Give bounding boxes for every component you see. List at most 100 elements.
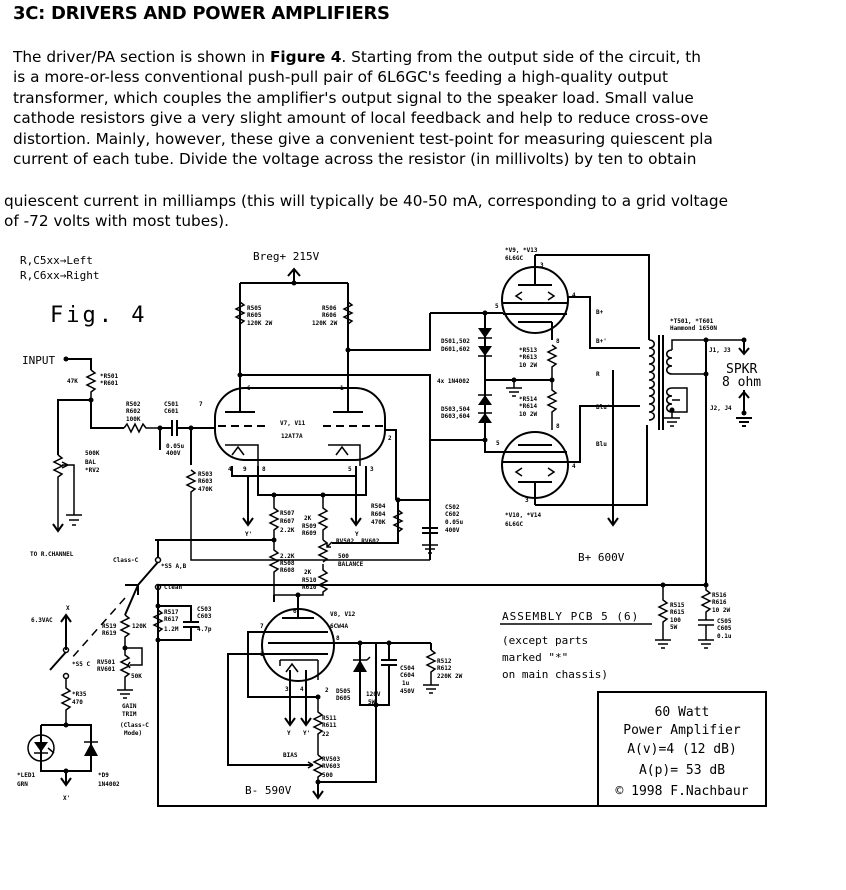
label: R510 <box>302 577 317 584</box>
resistor-r510 <box>274 564 329 596</box>
pin: 4 <box>228 466 232 473</box>
grid-feed-wires <box>240 313 431 440</box>
tap-label: Blu' <box>596 404 610 411</box>
potentiometer-rv501 <box>119 647 143 690</box>
label: 0.1u <box>717 633 732 640</box>
label: 1u <box>402 680 410 687</box>
label: *R501 <box>100 373 118 380</box>
bias-tube-6cw4a <box>261 595 335 682</box>
paragraph-line: distortion. Mainly, however, these give … <box>13 129 713 148</box>
label: *D9 <box>98 772 109 779</box>
label: 5W <box>368 699 376 706</box>
label: 100K <box>126 416 141 423</box>
label: R517 <box>164 609 179 616</box>
legend-right: R,C6xx→Right <box>20 269 99 282</box>
speaker-jack-bottom-icon <box>736 390 752 427</box>
arrow-y-icon <box>284 670 296 727</box>
input-routing <box>57 399 124 445</box>
label: 1.2M <box>164 626 179 633</box>
label: GRN <box>17 781 28 788</box>
label: R615 <box>670 609 685 616</box>
label: 1N4002 <box>98 781 120 788</box>
ground-icon <box>66 514 82 526</box>
label: R616 <box>712 599 727 606</box>
arrow-down-icon <box>60 777 72 787</box>
label: *S5 C <box>72 661 90 668</box>
label: C602 <box>445 511 460 518</box>
label: 470 <box>72 699 83 706</box>
resistor-r519 <box>119 614 131 648</box>
led-icon <box>27 734 55 762</box>
resistor-r512 <box>425 649 437 685</box>
tube-type: 6CW4A <box>330 623 348 630</box>
title-block-line: © 1998 F.Nachbaur <box>615 784 748 799</box>
resistor-r503 <box>185 469 430 561</box>
pin: 9 <box>243 466 247 473</box>
label: D501,502 <box>441 338 470 345</box>
resistor-r517 <box>152 606 164 640</box>
wire <box>398 499 431 510</box>
schematic-figure-4: R,C5xx→Left R,C6xx→Right Fig. 4 Breg+ 21… <box>17 247 767 807</box>
capacitor-c503 <box>158 605 199 641</box>
pin: 3 <box>370 466 374 473</box>
assembly-note-line: on main chassis) <box>502 668 608 681</box>
label: R507 <box>280 510 295 517</box>
title-block-line: A(p)= 53 dB <box>639 763 725 778</box>
label: 500 <box>338 553 349 560</box>
figure-reference: Figure 4 <box>269 48 342 66</box>
output-tube-top <box>501 255 569 340</box>
potentiometer-rv502 <box>317 539 333 563</box>
label: Y <box>287 730 291 737</box>
resistor-r504 <box>392 509 404 543</box>
label: 220K 2W <box>437 673 463 680</box>
input-label: INPUT <box>22 354 55 367</box>
label: 500K <box>85 450 100 457</box>
tap-label: R <box>596 371 600 378</box>
speaker-impedance: 8 ohm <box>722 375 761 390</box>
pin: 6 <box>247 385 251 392</box>
pin: 3 <box>525 497 529 504</box>
title-block-line: 60 Watt <box>655 705 710 720</box>
label: R609 <box>302 530 317 537</box>
label: R511 <box>322 715 337 722</box>
label: Y <box>355 531 359 538</box>
pin: 5 <box>348 466 352 473</box>
capacitor-c501 <box>160 420 215 436</box>
label: 10 2W <box>712 607 730 614</box>
label: RV503 <box>322 756 340 763</box>
arrow-y-prime-icon <box>242 505 254 527</box>
label: C601 <box>164 408 179 415</box>
ground-icon <box>655 639 671 649</box>
label: C503 <box>197 606 212 613</box>
ground-icon <box>698 639 714 649</box>
paragraph-line: of -72 volts with most tubes). <box>4 212 229 231</box>
label: RV502, RV602 <box>336 538 380 545</box>
label: Y' <box>245 531 252 538</box>
paragraph-line: cathode resistors give a very slight amo… <box>13 109 709 128</box>
paragraph-line: quiescent current in milliamps (this wil… <box>4 192 728 210</box>
tube-ref: V8, V12 <box>330 611 356 618</box>
pin: 3 <box>285 686 289 693</box>
resistor-r515 <box>657 585 669 640</box>
pin: 5 <box>495 303 499 310</box>
tube-ref: *V9, *V13 <box>505 247 538 254</box>
label: 2.2K <box>280 527 295 534</box>
pin: 4 <box>300 686 304 693</box>
pin: 7 <box>199 401 203 408</box>
plate-wires <box>484 405 648 506</box>
label: 4x 1N4002 <box>437 378 470 385</box>
assembly-note-line: marked "*" <box>502 651 568 664</box>
tube-ref: *V10, *V14 <box>505 512 542 519</box>
wire <box>318 705 377 783</box>
capacitor-c504 <box>376 643 397 706</box>
label: 450V <box>400 688 415 695</box>
label: R515 <box>670 602 685 609</box>
label: *R35 <box>72 691 87 698</box>
resistor-r35 <box>60 678 72 725</box>
label: *R613 <box>519 354 537 361</box>
label: 2K <box>304 569 312 576</box>
led-loop <box>40 724 92 785</box>
label: R617 <box>164 616 179 623</box>
pin: 8 <box>336 635 340 642</box>
label: D605 <box>336 695 351 702</box>
